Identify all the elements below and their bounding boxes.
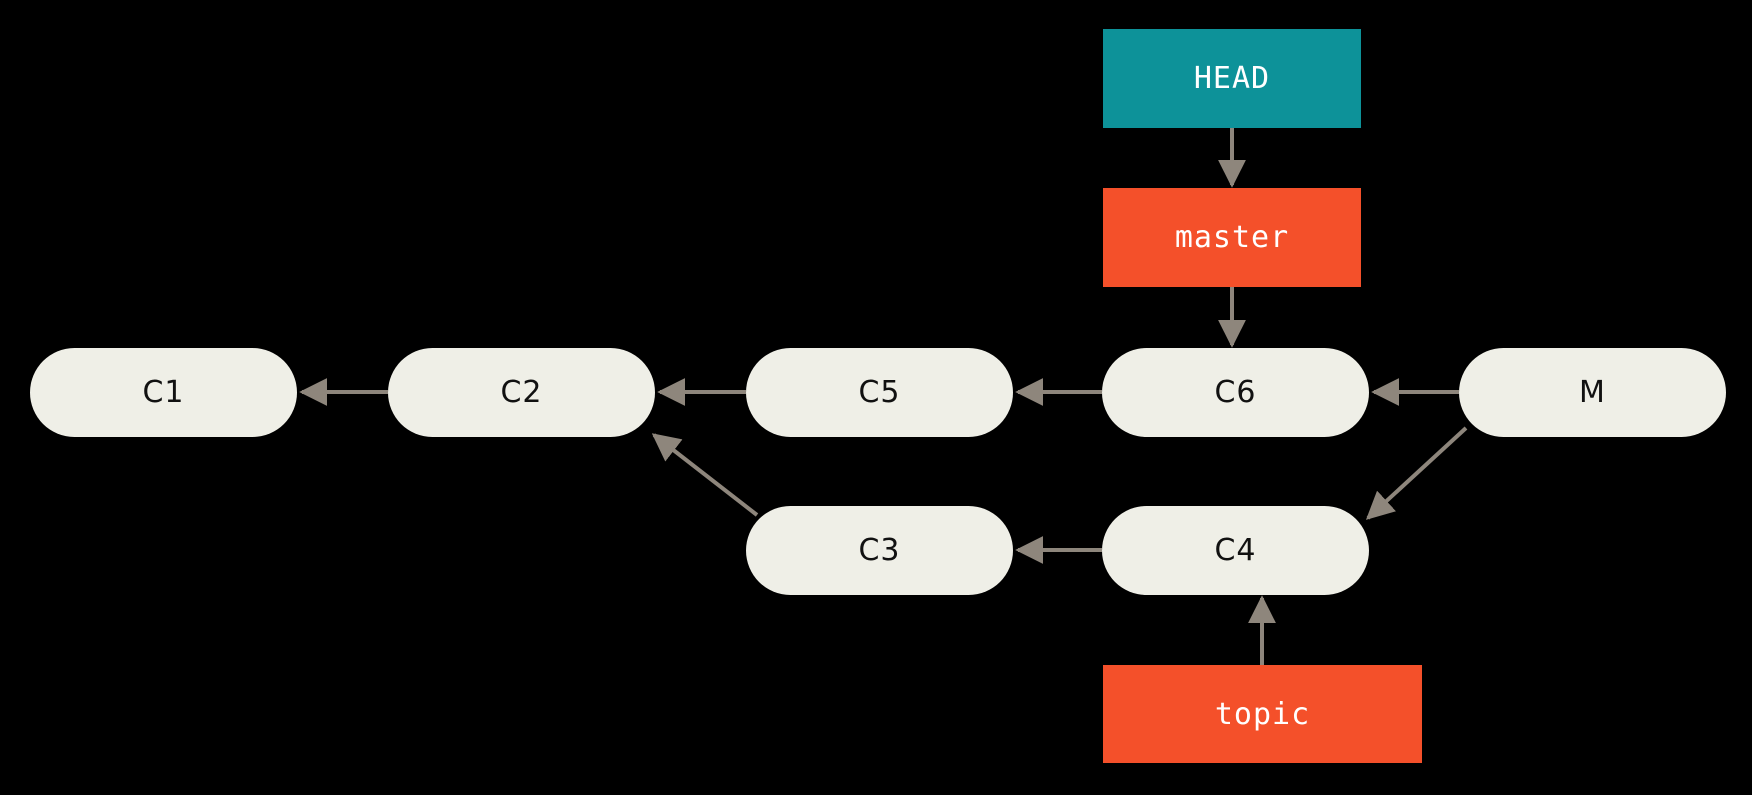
ref-label-topic[interactable]: topic (1103, 665, 1422, 763)
ref-label-head[interactable]: HEAD (1103, 29, 1361, 128)
commit-node-c2[interactable]: C2 (388, 348, 655, 437)
commit-node-c4[interactable]: C4 (1102, 506, 1369, 595)
ref-label-master[interactable]: master (1103, 188, 1361, 287)
commit-node-c3[interactable]: C3 (746, 506, 1013, 595)
commit-node-m[interactable]: M (1459, 348, 1726, 437)
commit-node-c1[interactable]: C1 (30, 348, 297, 437)
edge-m-to-c4 (1365, 426, 1468, 520)
commit-node-c5[interactable]: C5 (746, 348, 1013, 437)
commit-node-c6[interactable]: C6 (1102, 348, 1369, 437)
edge-c3-to-c2 (651, 433, 759, 517)
